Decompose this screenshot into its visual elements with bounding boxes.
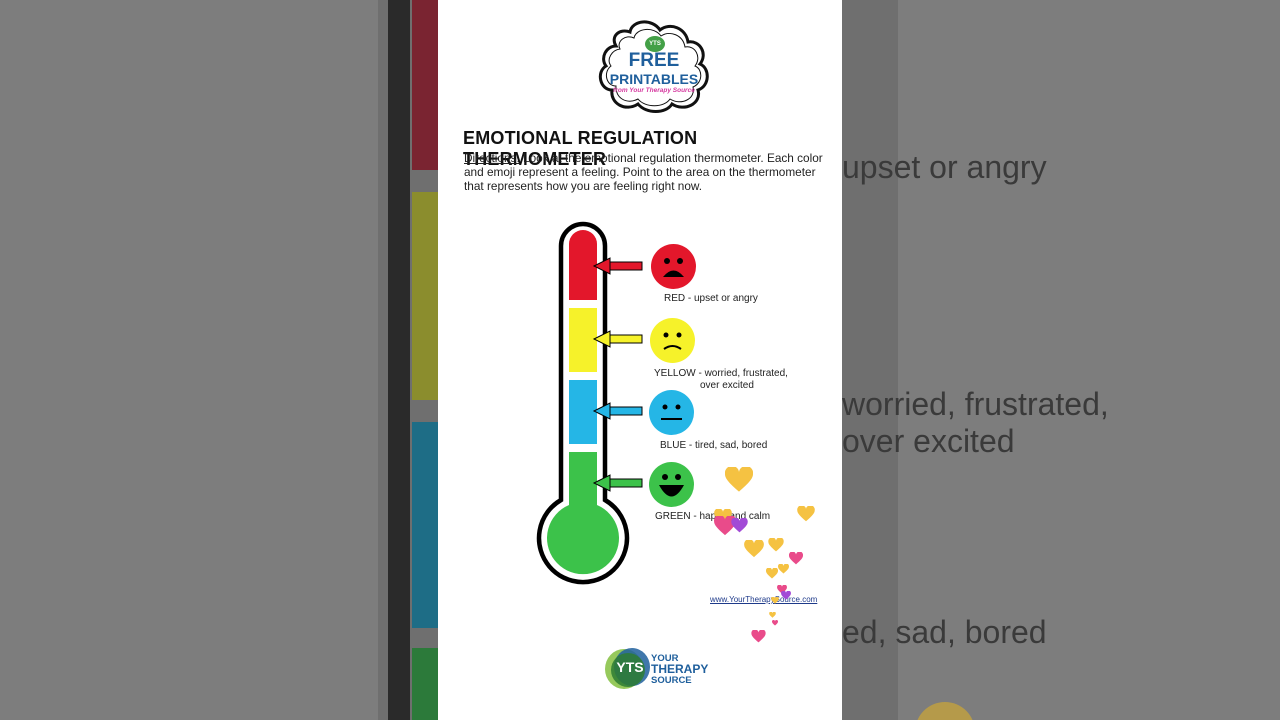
heart-icon	[766, 568, 778, 579]
yts-wordmark-line2: THERAPY	[651, 662, 709, 676]
printable-page: YTS FREE PRINTABLES from Your Therapy So…	[438, 0, 842, 720]
heart-icon	[781, 591, 791, 600]
heart-icon	[777, 585, 787, 594]
directions-label: Directions:	[464, 151, 520, 165]
background-text-blue: ed, sad, bored	[842, 614, 1047, 650]
heart-icon	[731, 518, 748, 533]
yellow-arrow-icon	[592, 330, 643, 348]
heart-icon	[714, 516, 736, 536]
yts-wordmark: YOUR THERAPY SOURCE	[651, 653, 708, 686]
blue-arrow-icon	[592, 402, 643, 420]
green-arrow-icon	[592, 474, 643, 492]
label-red: RED - upset or angry	[664, 293, 758, 304]
thermometer-yellow-segment	[569, 308, 597, 372]
label-green: GREEN - happy and calm	[655, 511, 771, 522]
background-text-yellow-1: worried, frustrated,	[842, 386, 1109, 422]
heart-icon	[768, 538, 784, 552]
worried-face-icon	[650, 318, 695, 363]
red-arrow-icon	[592, 257, 643, 275]
background-green-band	[412, 648, 438, 720]
background-red-band	[412, 0, 438, 170]
thermometer-green-segment	[547, 452, 619, 575]
neutral-face-icon	[649, 390, 694, 435]
heart-icon	[772, 620, 778, 626]
thermometer	[536, 221, 643, 585]
heart-icon	[751, 630, 766, 643]
label-yellow: YELLOW - worried, frustrated,	[654, 368, 788, 379]
label-blue: BLUE - tired, sad, bored	[660, 440, 768, 451]
website-link[interactable]: www.YourTherapySource.com	[710, 595, 818, 604]
thermometer-blue-segment	[569, 380, 597, 444]
label-yellow-continued: over excited	[700, 380, 754, 391]
yts-logo-text: YTS	[616, 659, 644, 675]
angry-face-icon	[651, 244, 696, 289]
heart-icon	[789, 552, 803, 565]
background-heart-icon	[915, 702, 975, 720]
thermometer-red-segment	[569, 230, 597, 300]
yts-wordmark-line1: YOUR	[651, 653, 679, 664]
logo-from-text: from Your Therapy Source	[613, 87, 695, 94]
heart-icon	[744, 540, 764, 558]
happy-face-icon	[649, 462, 694, 507]
heart-icon	[771, 597, 779, 604]
directions-paragraph: Directions: Look at the emotional regula…	[464, 151, 832, 193]
directions-text: Look at the emotional regulation thermom…	[464, 151, 823, 193]
yts-logo-mark	[605, 648, 650, 689]
heart-icon	[778, 564, 789, 574]
cloud-icon	[598, 20, 709, 113]
background-yellow-band	[412, 192, 438, 400]
heart-icon	[769, 612, 776, 618]
background-text-red: upset or angry	[842, 149, 1047, 185]
yts-badge: YTS	[645, 36, 665, 52]
yts-wordmark-line3: SOURCE	[651, 675, 692, 686]
background-blue-band	[412, 422, 438, 628]
heart-icon	[797, 506, 815, 522]
heart-icon	[725, 467, 753, 492]
logo-free-text: FREE	[628, 50, 680, 71]
logo-printables-text: PRINTABLES	[609, 71, 699, 87]
page-title: EMOTIONAL REGULATION THERMOMETER	[463, 128, 698, 169]
background-thermometer-outline	[388, 0, 410, 720]
background-text-yellow-2: over excited	[842, 423, 1015, 459]
